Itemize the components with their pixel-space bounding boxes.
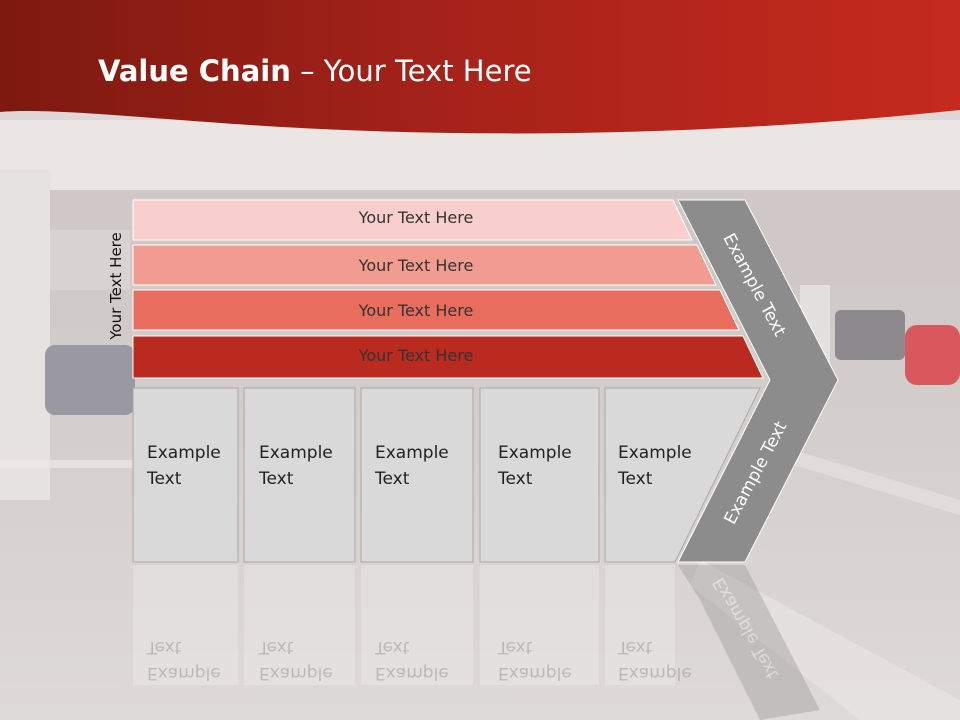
box-5-refl-line2: Text [618,637,653,657]
pillar [0,170,50,500]
chevron-reflection [678,565,820,720]
box-1-line1: Example [147,443,221,463]
bar-4-label: Your Text Here [358,346,474,365]
box-3-refl-line1: Example [375,663,449,683]
box-5-reflection: Example Text [618,634,692,686]
box-4-refl-line2: Text [498,637,533,657]
box-2-refl-line2: Text [259,637,294,657]
bar-2-label: Your Text Here [358,256,474,275]
bar-1-label: Your Text Here [358,208,474,227]
title-bold: Value Chain [98,54,291,88]
box-1-text: Example Text [147,440,221,492]
bar-1 [132,199,693,241]
header-band [0,0,960,134]
slide-title: Value Chain – Your Text Here [98,54,532,88]
box-4-reflection: Example Text [498,634,572,686]
bar-3-label: Your Text Here [358,301,474,320]
box-2-line2: Text [259,469,294,489]
box-2 [243,387,356,563]
box-4-text: Example Text [498,440,572,492]
car [835,310,905,360]
car [905,325,960,385]
box-1 [132,387,239,563]
box-5-line2: Text [618,469,653,489]
bar-2 [132,244,717,286]
box-2-text: Example Text [259,440,333,492]
box-5 [604,387,761,563]
box-1-reflection: Example Text [147,634,221,686]
box-4-refl-line1: Example [498,663,572,683]
box-5-refl-line1: Example [618,663,692,683]
box-3-line1: Example [375,443,449,463]
box-3-refl-line2: Text [375,637,410,657]
title-rest: – Your Text Here [290,54,532,88]
box-4 [479,387,600,563]
box-3-text: Example Text [375,440,449,492]
box-5-line1: Example [618,443,692,463]
box-4-line2: Text [498,469,533,489]
box-3-line2: Text [375,469,410,489]
box-1-refl-line2: Text [147,637,182,657]
box-1-line2: Text [147,469,182,489]
side-label: Your Text Here [107,232,125,340]
box-5-text: Example Text [618,440,692,492]
box-3-reflection: Example Text [375,634,449,686]
box-2-line1: Example [259,443,333,463]
bar-3 [132,289,740,331]
box-2-reflection: Example Text [259,634,333,686]
box-2-refl-line1: Example [259,663,333,683]
box-4-line1: Example [498,443,572,463]
box-1-refl-line1: Example [147,663,221,683]
car [45,345,135,415]
box-3 [360,387,474,563]
bar-4 [132,335,764,379]
boxes-reflection [133,565,675,685]
chevron-arrow [677,199,839,563]
